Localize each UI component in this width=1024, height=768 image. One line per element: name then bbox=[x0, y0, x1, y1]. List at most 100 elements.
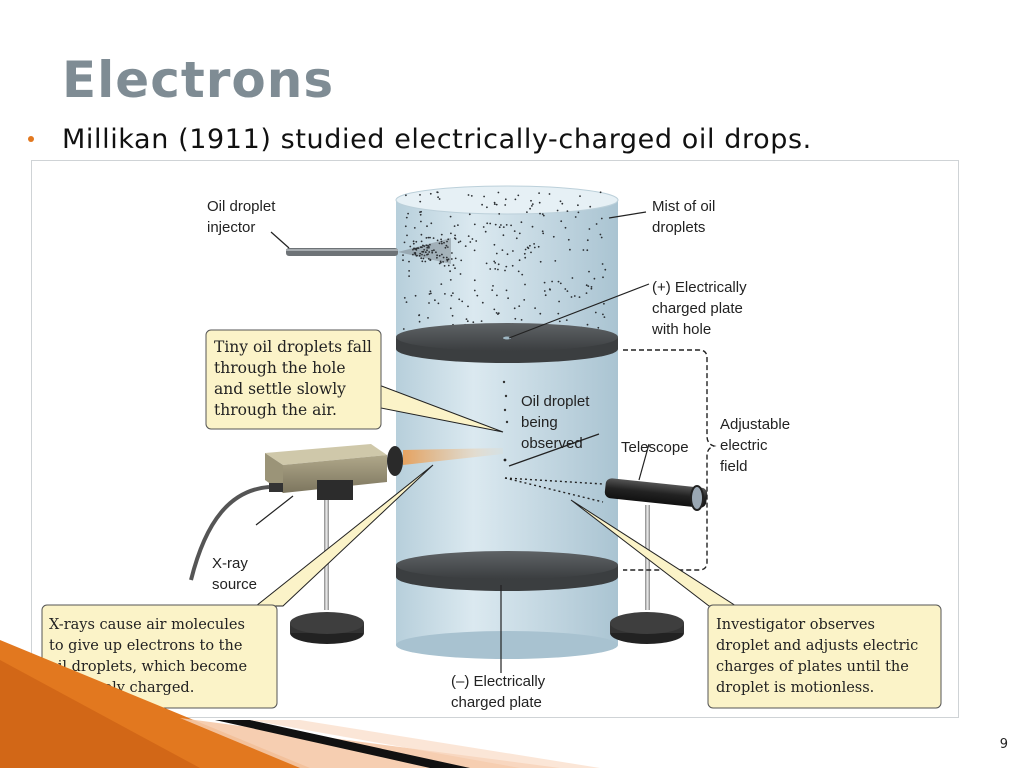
spray-droplet bbox=[454, 234, 456, 237]
mist-droplet bbox=[421, 260, 424, 263]
mist-droplet bbox=[408, 270, 410, 272]
mist-droplet bbox=[486, 222, 489, 225]
spray-droplet bbox=[426, 246, 429, 249]
mist-droplet bbox=[600, 236, 603, 239]
mist-droplet bbox=[497, 268, 499, 271]
mist-droplet bbox=[588, 270, 590, 273]
mist-droplet bbox=[452, 264, 455, 266]
mist-droplet bbox=[518, 259, 521, 262]
mist-droplet bbox=[574, 216, 577, 218]
mist-droplet bbox=[597, 326, 600, 329]
spray-droplet bbox=[438, 262, 441, 265]
mist-droplet bbox=[513, 307, 516, 310]
mist-droplet bbox=[473, 223, 476, 226]
callout-line: through the air. bbox=[214, 401, 337, 419]
mist-droplet bbox=[523, 252, 526, 255]
label-xray-source: X-ray source bbox=[212, 555, 257, 593]
mist-droplet bbox=[585, 284, 588, 287]
mist-droplet bbox=[567, 238, 570, 241]
mist-droplet bbox=[481, 203, 483, 206]
bullet-text: Millikan (1911) studied electrically-cha… bbox=[62, 124, 812, 155]
oil-droplet-injector bbox=[286, 234, 457, 270]
mist-droplet bbox=[489, 222, 492, 225]
mist-droplet bbox=[415, 240, 418, 243]
mist-droplet bbox=[590, 287, 593, 290]
mist-droplet bbox=[590, 286, 593, 288]
mist-droplet bbox=[531, 225, 534, 228]
mist-droplet bbox=[484, 230, 487, 233]
mist-droplet bbox=[469, 241, 472, 243]
mist-droplet bbox=[412, 248, 414, 251]
spray-droplet bbox=[415, 249, 418, 251]
mist-droplet bbox=[496, 294, 498, 297]
mist-droplet bbox=[420, 240, 423, 243]
mist-droplet bbox=[432, 237, 435, 239]
mist-droplet bbox=[418, 320, 421, 323]
mist-droplet bbox=[531, 203, 534, 205]
mist-droplet bbox=[533, 246, 536, 249]
millikan-diagram: Tiny oil droplets fall through the hole … bbox=[31, 160, 959, 718]
mist-droplet bbox=[554, 260, 557, 262]
mist-droplet bbox=[428, 293, 431, 295]
callout-line: to give up electrons to the bbox=[49, 638, 242, 654]
mist-droplet bbox=[457, 224, 459, 226]
mist-droplet bbox=[473, 279, 476, 282]
mist-droplet bbox=[403, 297, 406, 299]
mist-droplet bbox=[517, 194, 520, 197]
mist-droplet bbox=[548, 288, 551, 290]
mist-droplet bbox=[419, 194, 421, 196]
mist-droplet bbox=[492, 285, 494, 287]
mist-droplet bbox=[450, 294, 453, 297]
mist-droplet bbox=[412, 242, 415, 245]
mist-droplet bbox=[438, 198, 441, 200]
mist-droplet bbox=[504, 198, 507, 201]
mist-droplet bbox=[594, 311, 597, 314]
mist-droplet bbox=[552, 235, 555, 238]
mist-droplet bbox=[413, 227, 416, 229]
mist-droplet bbox=[426, 225, 428, 228]
mist-droplet bbox=[505, 224, 508, 226]
mist-droplet bbox=[460, 259, 463, 262]
svg-text:Investigator observes dr: Investigator observes droplet and adjust… bbox=[716, 617, 923, 696]
label-negative-plate: (–) Electrically charged plate bbox=[451, 673, 549, 711]
callout-investigator: Investigator observes droplet and adjust… bbox=[707, 604, 942, 709]
mist-droplet bbox=[542, 214, 545, 217]
mist-droplet bbox=[505, 289, 508, 292]
mist-droplet bbox=[495, 203, 498, 206]
spray-droplet bbox=[431, 249, 433, 252]
mist-droplet bbox=[570, 296, 573, 298]
mist-droplet bbox=[404, 225, 407, 228]
spray-droplet bbox=[454, 267, 456, 270]
mist-droplet bbox=[556, 209, 559, 212]
spray-droplet bbox=[420, 257, 423, 260]
mist-droplet bbox=[538, 201, 541, 204]
mist-droplet bbox=[494, 223, 497, 226]
mist-droplet bbox=[518, 305, 521, 307]
mist-droplet bbox=[577, 211, 580, 214]
spray-droplet bbox=[425, 244, 428, 247]
field-bracket bbox=[623, 349, 717, 571]
spray-droplet bbox=[419, 246, 422, 249]
mist-droplet bbox=[421, 253, 423, 256]
mist-droplet bbox=[600, 217, 603, 220]
mist-droplet bbox=[468, 213, 471, 216]
spray-droplet bbox=[450, 258, 453, 260]
mist-droplet bbox=[458, 298, 461, 301]
mist-droplet bbox=[599, 233, 602, 236]
mist-droplet bbox=[423, 254, 426, 257]
spray-droplet bbox=[453, 237, 456, 239]
mist-droplet bbox=[403, 241, 406, 244]
spray-droplet bbox=[429, 243, 431, 246]
spray-droplet bbox=[414, 253, 417, 256]
mist-droplet bbox=[520, 319, 523, 321]
spray-droplet bbox=[446, 258, 448, 261]
mist-droplet bbox=[559, 200, 562, 203]
mist-droplet bbox=[512, 250, 514, 252]
mist-droplet bbox=[559, 282, 562, 285]
mist-droplet bbox=[551, 280, 553, 283]
mist-droplet bbox=[539, 312, 542, 315]
spray-droplet bbox=[412, 253, 414, 256]
mist-droplet bbox=[510, 224, 512, 227]
spray-droplet bbox=[447, 264, 450, 267]
footer-decoration bbox=[0, 640, 600, 768]
